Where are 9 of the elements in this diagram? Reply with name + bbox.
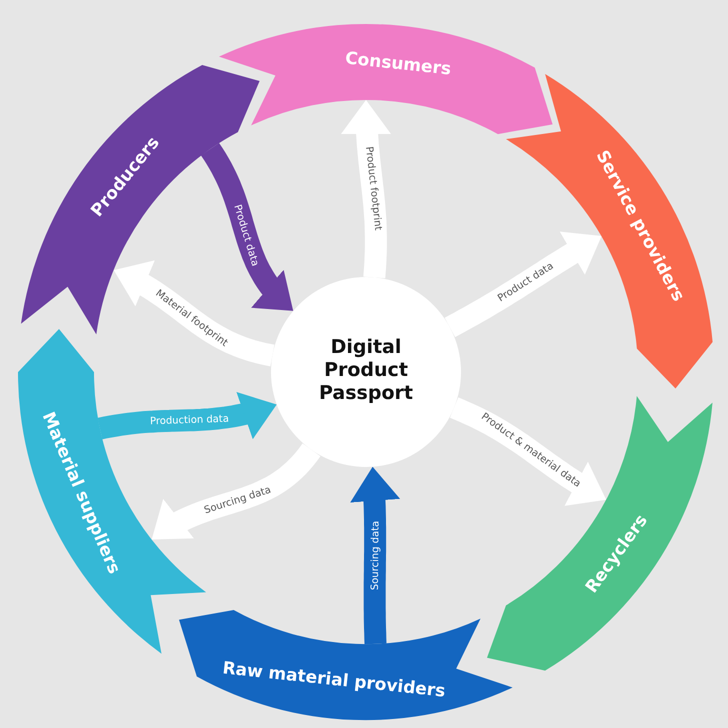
group-label: Consumers [344, 48, 452, 80]
ring-arrow-segment [179, 610, 514, 720]
edge-label: Product data [231, 203, 260, 268]
edge-label: Sourcing data [369, 520, 382, 590]
center-title: Digital Product Passport [318, 336, 414, 404]
ring-arrow-segment [218, 24, 553, 134]
edge-label: Product footprint [362, 146, 383, 232]
group-label: Raw material providers [221, 658, 446, 702]
edge-label: Production data [150, 413, 229, 428]
